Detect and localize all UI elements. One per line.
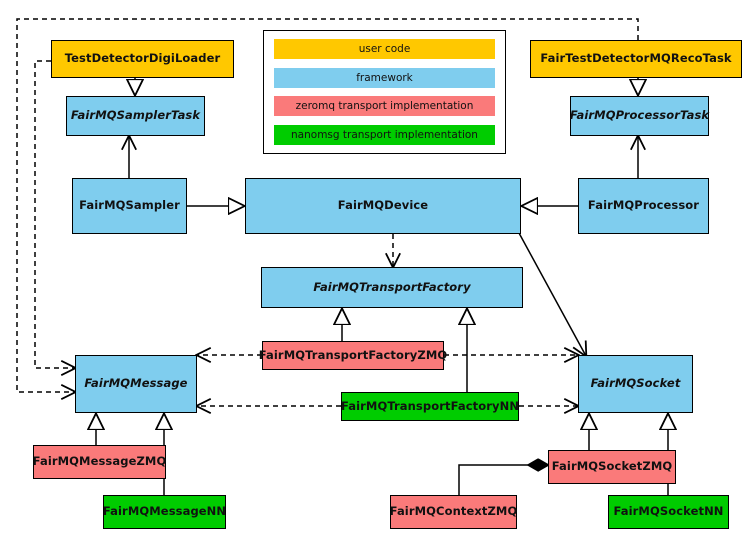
class-box-fairmqmessagezmq[interactable]: FairMQMessageZMQ (33, 445, 166, 479)
class-label: FairMQSampler (79, 198, 180, 213)
class-box-fairmqsampler[interactable]: FairMQSampler (72, 178, 187, 234)
class-box-fairmqtransportfactorynn[interactable]: FairMQTransportFactoryNN (341, 392, 519, 421)
class-label: FairMQSocketZMQ (551, 459, 673, 474)
class-box-fairmqprocessor[interactable]: FairMQProcessor (578, 178, 709, 234)
class-box-fairmqmessage[interactable]: FairMQMessage (75, 355, 197, 413)
legend-panel: user code framework zeromq transport imp… (263, 30, 506, 154)
class-label: FairMQSocket (590, 376, 681, 391)
class-box-fairmqtransportfactory[interactable]: FairMQTransportFactory (261, 267, 523, 308)
class-box-fairmqprocessortask[interactable]: FairMQProcessorTask (570, 96, 709, 136)
legend-item-nanomsg: nanomsg transport implementation (274, 124, 495, 145)
edge-device-socket (518, 232, 586, 356)
class-box-testdetectordigiloader[interactable]: TestDetectorDigiLoader (51, 40, 234, 78)
class-label: FairMQSamplerTask (70, 108, 201, 123)
edge-socketzmq-contextzmq (458, 465, 548, 495)
class-label: FairMQTransportFactoryNN (340, 398, 520, 413)
legend-item-framework: framework (274, 67, 495, 88)
class-box-fairtestdetectormqrecotask[interactable]: FairTestDetectorMQRecoTask (530, 40, 742, 78)
legend-item-zeromq: zeromq transport implementation (274, 96, 495, 117)
class-box-fairmqdevice[interactable]: FairMQDevice (245, 178, 521, 234)
class-box-fairmqsocketzmq[interactable]: FairMQSocketZMQ (548, 450, 676, 484)
class-label: FairTestDetectorMQRecoTask (540, 51, 732, 66)
class-box-fairmqmessagenn[interactable]: FairMQMessageNN (103, 495, 226, 529)
class-label: FairMQProcessor (587, 198, 700, 213)
class-label: TestDetectorDigiLoader (64, 51, 221, 66)
class-box-fairmqsamplertask[interactable]: FairMQSamplerTask (66, 96, 205, 136)
class-label: FairMQTransportFactory (313, 279, 471, 294)
legend-item-user-code: user code (274, 39, 495, 59)
class-label: FairMQTransportFactoryZMQ (258, 347, 448, 362)
class-label: FairMQMessage (84, 376, 188, 391)
class-box-fairmqsocketnn[interactable]: FairMQSocketNN (608, 495, 729, 529)
class-label: FairMQProcessorTask (569, 108, 710, 123)
class-label: FairMQContextZMQ (389, 504, 518, 519)
class-box-fairmqcontextzmq[interactable]: FairMQContextZMQ (390, 495, 517, 529)
class-label: FairMQMessageZMQ (32, 454, 167, 469)
class-label: FairMQSocketNN (613, 504, 724, 519)
class-box-fairmqtransportfactoryzmq[interactable]: FairMQTransportFactoryZMQ (259, 341, 447, 370)
class-label: FairMQMessageNN (102, 504, 227, 519)
class-label: FairMQDevice (337, 198, 429, 213)
class-box-fairmqsocket[interactable]: FairMQSocket (578, 355, 693, 413)
